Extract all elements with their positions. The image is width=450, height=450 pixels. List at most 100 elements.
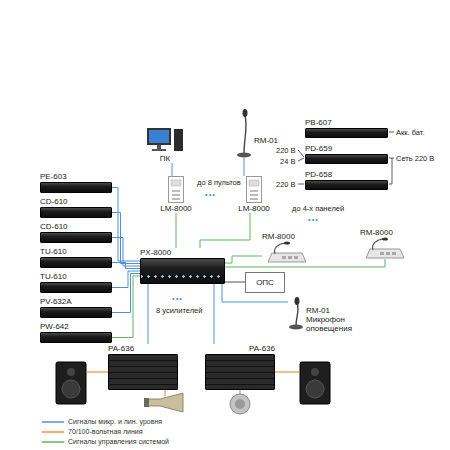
ceiling-speaker-cone — [235, 399, 245, 409]
rack-body — [40, 207, 112, 218]
text-group: TU-610 — [40, 247, 112, 256]
speaker-tweeter — [67, 368, 75, 376]
panel-button — [250, 190, 258, 192]
console-button — [294, 256, 298, 259]
speaker-cabinet — [56, 362, 86, 404]
console-base — [268, 253, 306, 262]
text-group: LM-8000 — [236, 204, 272, 213]
device-label: RM-01 — [306, 306, 364, 315]
amplifier-body — [205, 354, 275, 390]
signal-line — [225, 256, 262, 263]
device-label: RM-8000 — [360, 228, 410, 237]
monitor — [147, 128, 171, 145]
text-group: ОПС — [256, 278, 274, 287]
legend-row: Сигналы микр. и лин. уровня — [42, 417, 162, 426]
microphone-icon — [236, 108, 252, 158]
speaker-line — [164, 390, 165, 396]
device-label: PA-636 — [249, 344, 275, 353]
signal-line — [112, 238, 140, 267]
mic-head — [382, 237, 388, 240]
battery-unit: PB-607 — [305, 118, 388, 138]
rack-body — [40, 332, 112, 343]
wall-panel-icon — [158, 176, 194, 204]
ellipsis: ••• — [172, 294, 183, 303]
text-group: RM-8000 — [360, 228, 410, 237]
note: до 4-х панелей — [292, 204, 344, 213]
legend-text: 70/100-вольтная линия — [68, 427, 143, 436]
signal-line — [112, 276, 140, 338]
panel-button — [250, 198, 258, 200]
mic-head — [295, 297, 300, 305]
signal-line — [112, 263, 140, 269]
device-label: RM-8000 — [262, 232, 312, 241]
legend-text: Сигналы микр. и лин. уровня — [68, 417, 162, 426]
process-box: ОПС — [245, 272, 285, 293]
text-group: PD-659 — [305, 144, 388, 153]
rack-body — [40, 282, 112, 293]
console-button — [380, 252, 384, 255]
ellipsis: ••• — [205, 190, 216, 199]
speaker-line — [87, 371, 108, 372]
text-group: PA-636 — [108, 344, 178, 353]
rack-body — [40, 257, 112, 268]
monitor-stand — [157, 145, 161, 149]
panel-face — [247, 177, 262, 203]
legend-row: 70/100-вольтная линия — [42, 427, 143, 436]
legend-line — [42, 431, 64, 433]
mic-base — [237, 153, 251, 158]
panel-display — [249, 180, 259, 186]
mic-head — [284, 241, 290, 244]
speaker-woofer — [62, 380, 80, 398]
speaker-line — [275, 371, 299, 372]
rack-body — [305, 128, 388, 138]
panel-display — [171, 180, 181, 186]
signal-line — [214, 284, 215, 344]
monitor-base — [152, 149, 166, 151]
amplifier: PA-636 — [108, 344, 178, 390]
signal-line — [176, 213, 177, 248]
device-label: CD-610 — [40, 197, 112, 206]
leader-line — [389, 132, 394, 133]
legend-text: Сигналы управления системой — [68, 437, 169, 446]
text-group: PV-632A — [40, 297, 112, 306]
legend-line — [42, 441, 64, 443]
text-group: PW-642 — [40, 322, 112, 331]
speaker-cabinet — [300, 362, 330, 404]
note: до 8 пультов — [197, 178, 241, 187]
voltage-label: 220 В — [276, 146, 296, 155]
gooseneck — [373, 239, 383, 250]
device-label: PA-636 — [108, 344, 178, 353]
microphone: RM-01 — [236, 108, 278, 158]
desk-microphone-icon — [360, 237, 410, 259]
mic-base — [289, 325, 303, 330]
wall-panel: LM-8000 — [236, 176, 272, 213]
text-group: RM-01Микрофон оповещения — [306, 306, 364, 333]
text-group: PX-8000 — [140, 248, 225, 257]
legend-row: Сигналы управления системой — [42, 437, 169, 446]
source-unit: PW-642 — [40, 322, 112, 343]
device-caption: Микрофон оповещения — [306, 315, 364, 333]
voltage-label: 24 В — [280, 157, 295, 166]
source-unit: CD-610 — [40, 197, 112, 218]
rack-body — [40, 182, 112, 193]
computer: ПК — [145, 126, 185, 163]
legend-swatch — [42, 438, 64, 446]
device-label: LM-8000 — [238, 204, 270, 213]
legend-swatch — [42, 428, 64, 436]
gooseneck — [275, 243, 285, 254]
note: 8 усилителей — [156, 306, 202, 315]
console-button — [288, 256, 292, 259]
signal-line — [244, 158, 245, 176]
text-group: TU-610 — [40, 272, 112, 281]
rack-body — [305, 154, 388, 164]
console-base — [366, 249, 404, 258]
screen — [149, 130, 169, 143]
device-label: TU-610 — [40, 247, 112, 256]
leader-line — [389, 158, 394, 159]
wall-panel: LM-8000 — [158, 176, 194, 213]
speaker-woofer — [306, 380, 324, 398]
rack-body — [40, 307, 112, 318]
panel-face — [169, 177, 184, 203]
microphone: RM-01Микрофон оповещения — [288, 296, 368, 333]
